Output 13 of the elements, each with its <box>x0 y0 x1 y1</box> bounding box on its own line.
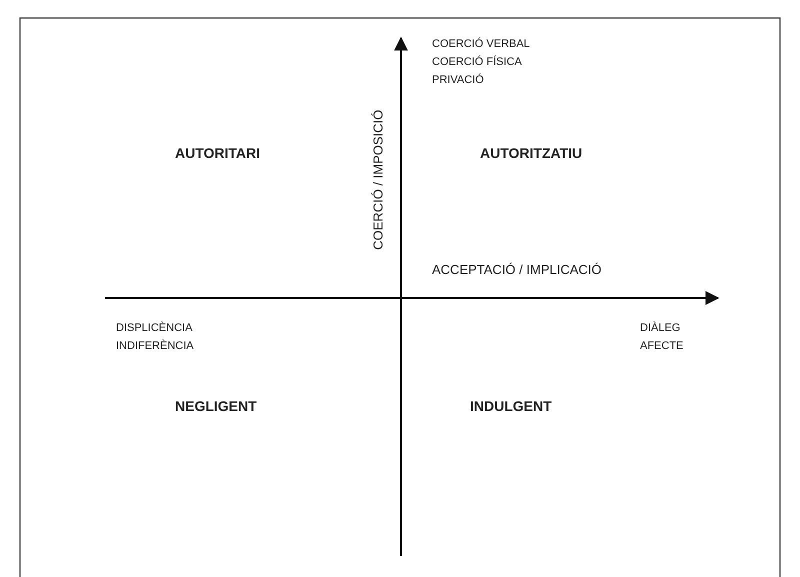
quadrant-label: INDULGENT <box>470 398 552 415</box>
quadrant-label: AUTORITARI <box>175 145 260 162</box>
quadrant-label: AUTORITZATIU <box>480 145 582 162</box>
axis-note: AFECTE <box>640 340 684 354</box>
axis-note: DIÀLEG <box>640 322 680 336</box>
axis-note: COERCIÓ VERBAL <box>432 38 530 52</box>
axis-label: COERCIÓ / IMPOSICIÓ <box>370 110 386 250</box>
quadrant-label: NEGLIGENT <box>175 398 257 415</box>
axis-note: COERCIÓ FÍSICA <box>432 56 522 70</box>
axis-note: INDIFERÈNCIA <box>116 340 194 354</box>
axis-note: DISPLICÈNCIA <box>116 322 192 336</box>
axis-label: ACCEPTACIÓ / IMPLICACIÓ <box>432 262 602 278</box>
axis-note: PRIVACIÓ <box>432 74 484 88</box>
